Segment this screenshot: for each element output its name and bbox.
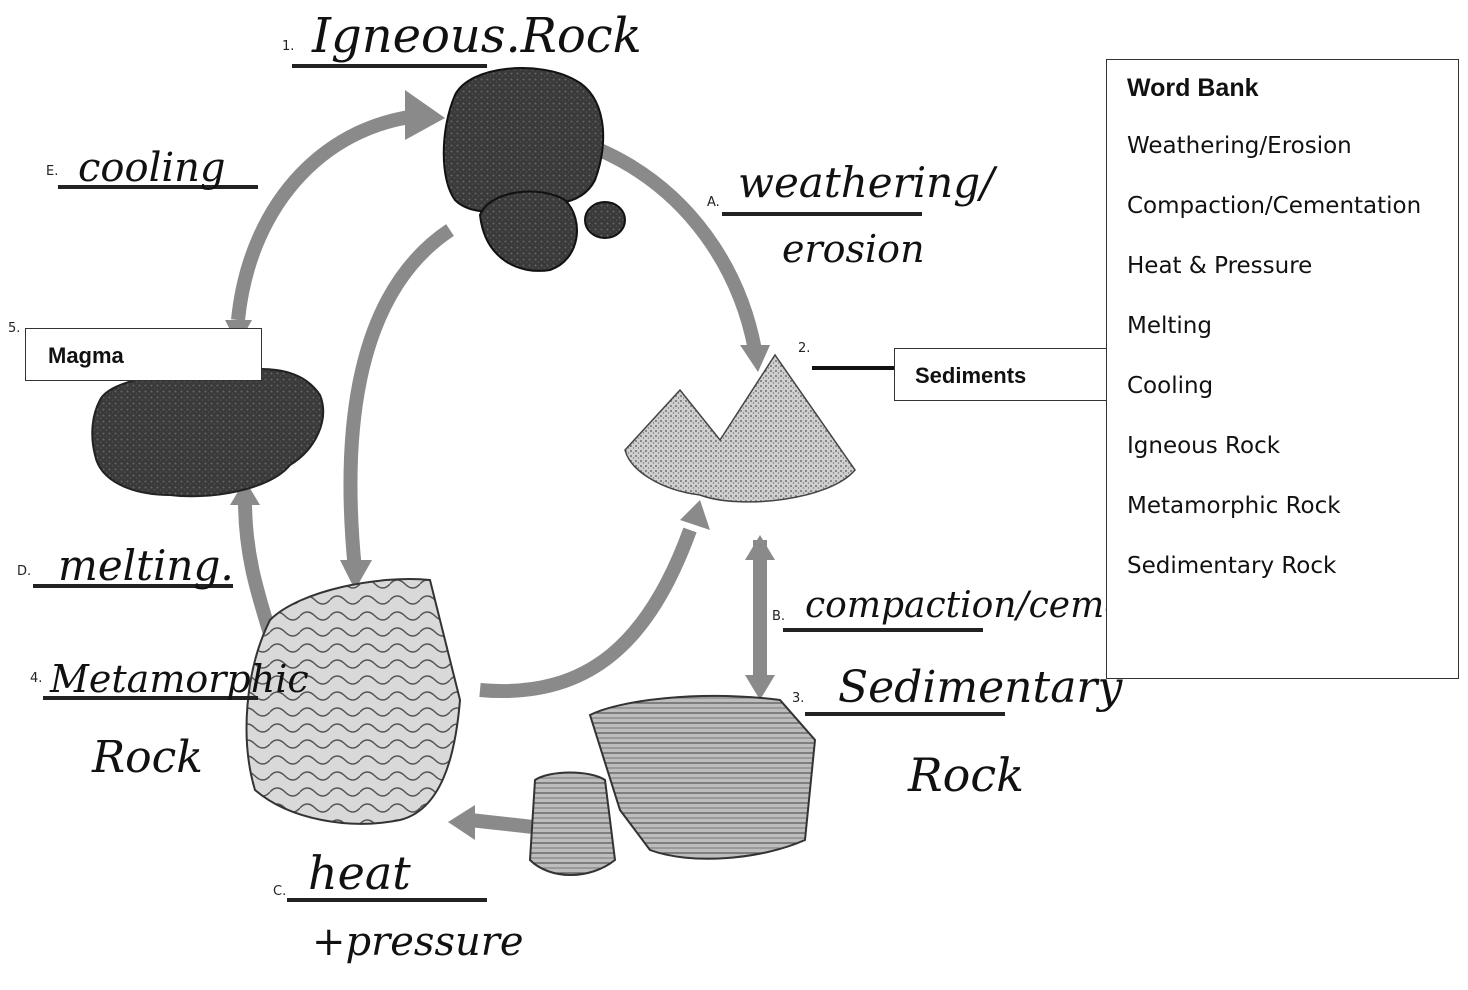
arrowhead-compaction-up xyxy=(745,535,775,560)
number-2: 2. xyxy=(798,342,810,355)
word-bank-item: Melting xyxy=(1127,315,1458,375)
arrowhead-inner-sedimentary xyxy=(680,500,710,530)
answer-sedimentary-line1: Sedimentary xyxy=(838,666,1122,710)
arrowhead-to-igneous xyxy=(405,90,445,140)
answer-cooling: cooling xyxy=(78,148,226,188)
answer-line-a xyxy=(722,212,922,216)
magma-label-box: Magma xyxy=(25,328,262,381)
answer-metamorphic-line2: Rock xyxy=(92,736,203,780)
letter-b: B. xyxy=(772,610,785,623)
number-1: 1. xyxy=(282,40,294,53)
answer-melting: melting. xyxy=(58,545,234,587)
word-bank-item: Igneous Rock xyxy=(1127,435,1458,495)
word-bank-item: Metamorphic Rock xyxy=(1127,495,1458,555)
answer-sedimentary-line2: Rock xyxy=(908,752,1024,798)
metamorphic-rock-image xyxy=(247,579,460,824)
arrowhead-heat-pressure xyxy=(448,805,475,840)
answer-line-1 xyxy=(292,64,487,68)
sediments-image xyxy=(625,355,855,502)
magma-image xyxy=(92,369,323,496)
letter-e: E. xyxy=(46,165,58,178)
arrow-inner-sedimentary-to-metamorphic xyxy=(480,530,690,691)
word-bank-item: Weathering/Erosion xyxy=(1127,135,1458,195)
word-bank-item: Sedimentary Rock xyxy=(1127,555,1458,615)
answer-weathering-line1: weathering/ xyxy=(738,162,994,204)
letter-a: A. xyxy=(707,196,720,209)
answer-heat-line2: +pressure xyxy=(312,922,524,962)
arrow-inner-igneous-to-metamorphic xyxy=(350,230,450,570)
sedimentary-rock-image xyxy=(530,696,815,875)
arrowhead-weathering xyxy=(740,345,770,372)
word-bank-item: Compaction/Cementation xyxy=(1127,195,1458,255)
arrow-weathering xyxy=(600,150,755,350)
letter-c: C. xyxy=(273,885,286,898)
word-bank-title: Word Bank xyxy=(1127,74,1458,103)
letter-d: D. xyxy=(17,565,31,578)
word-bank-item: Heat & Pressure xyxy=(1127,255,1458,315)
answer-igneous-rock: Igneous.Rock xyxy=(312,12,642,60)
answer-heat-line1: heat xyxy=(308,850,411,896)
igneous-rock-image xyxy=(444,68,625,271)
number-3: 3. xyxy=(792,692,804,705)
word-bank-item: Cooling xyxy=(1127,375,1458,435)
answer-metamorphic-line1: Metamorphic xyxy=(50,660,309,698)
number-5: 5. xyxy=(8,322,20,335)
sediments-label: Sediments xyxy=(915,363,1026,388)
sediments-label-box: Sediments xyxy=(894,348,1117,401)
answer-weathering-line2: erosion xyxy=(782,230,925,268)
number-4: 4. xyxy=(30,672,42,685)
answer-line-b xyxy=(783,628,983,632)
magma-label: Magma xyxy=(48,343,124,368)
word-bank: Word Bank Weathering/Erosion Compaction/… xyxy=(1106,59,1459,679)
